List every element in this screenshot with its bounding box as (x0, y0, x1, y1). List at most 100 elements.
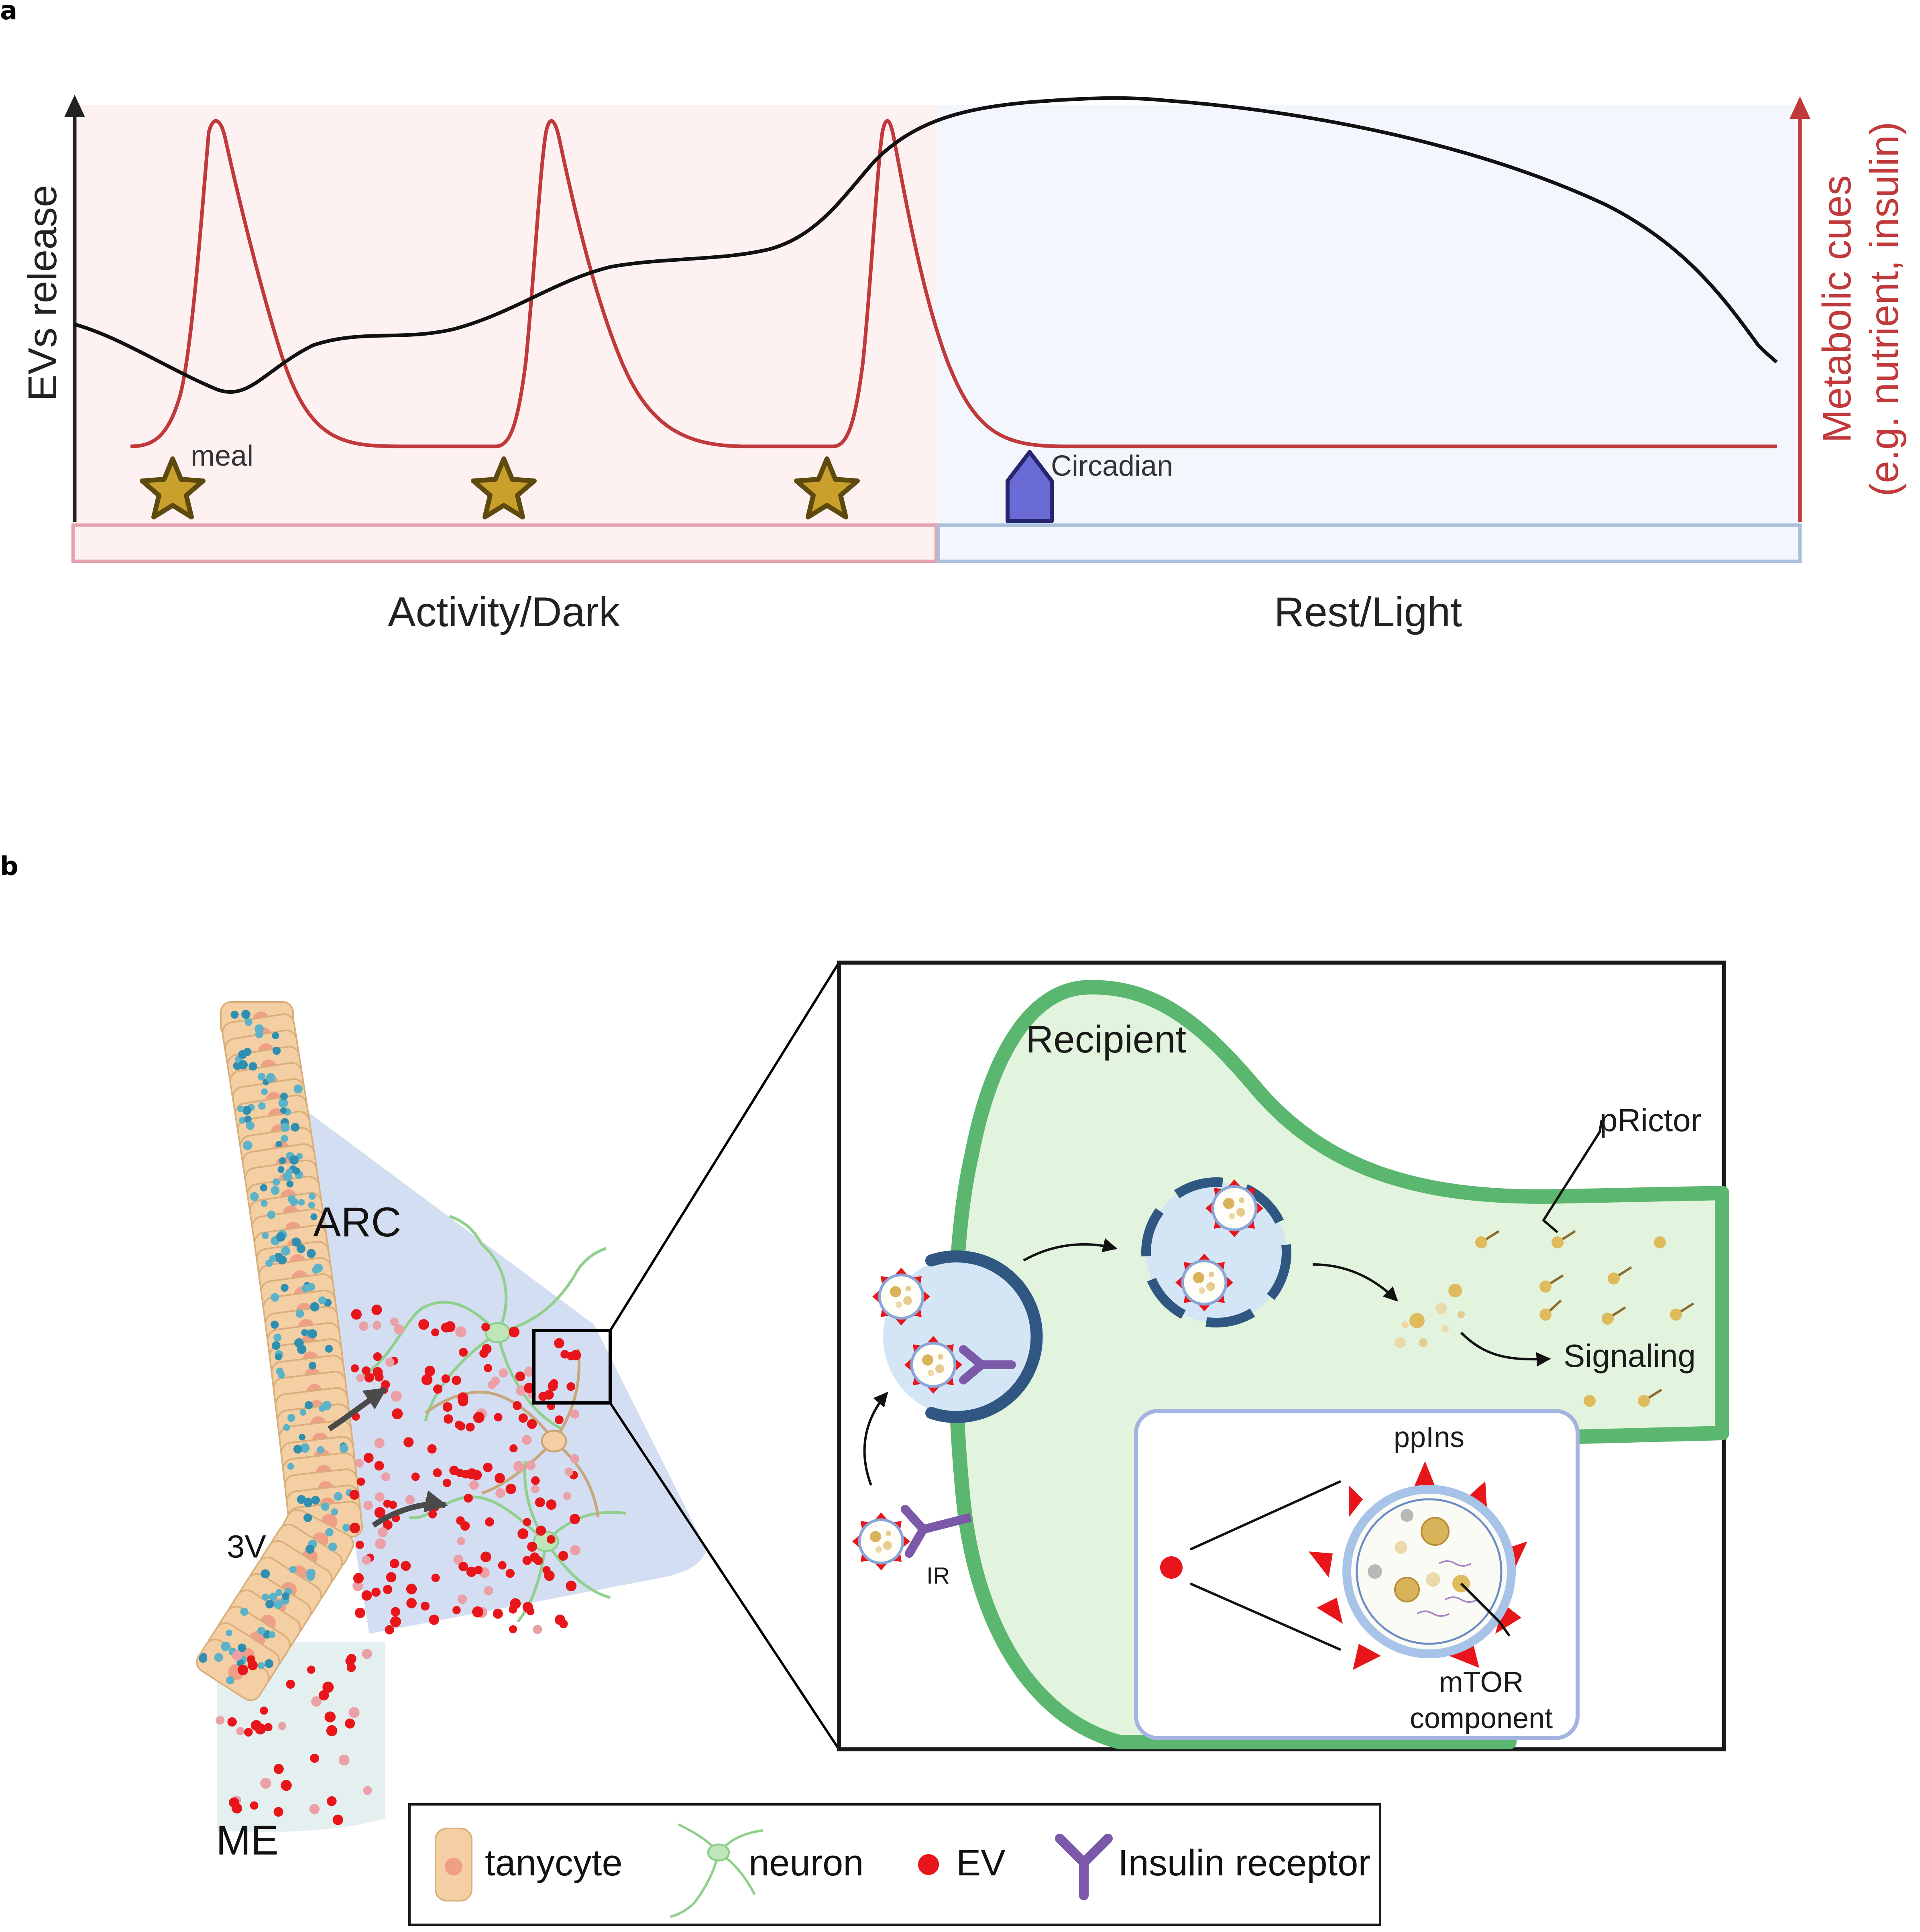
tanycyte-vesicle (237, 1105, 244, 1112)
tanycyte-vesicle (291, 1123, 300, 1132)
ev-particle (231, 1803, 242, 1814)
tanycyte-vesicle (272, 1032, 279, 1039)
ev-particle (227, 1717, 237, 1727)
tanycyte-vesicle (238, 1050, 247, 1059)
ev-particle (442, 1402, 452, 1412)
ev-particle (232, 1650, 242, 1661)
tanycyte-vesicle (241, 1010, 250, 1019)
legend-ev-label: EV (956, 1842, 1006, 1883)
ev-particle (406, 1584, 417, 1594)
legend-tanycyte-nucleus (445, 1858, 462, 1875)
ev-particle (544, 1390, 554, 1400)
ev-particle (460, 1521, 470, 1531)
tanycyte-vesicle (278, 1098, 288, 1108)
ev-particle (345, 1718, 355, 1729)
ev-particle (351, 1309, 362, 1320)
ppins-label: ppIns (1394, 1421, 1464, 1454)
ev-particle (385, 1358, 395, 1367)
tanycyte-vesicle (274, 1252, 283, 1262)
endosome-membrane (1141, 1177, 1291, 1327)
ev-particle (570, 1409, 580, 1419)
ev-particle (391, 1390, 402, 1402)
ev-particle (361, 1590, 372, 1601)
ev-particle (546, 1535, 556, 1544)
tanycyte-vesicle (273, 1333, 282, 1342)
tanycyte-vesicle (271, 1186, 280, 1195)
tanycyte-vesicle (260, 1184, 268, 1192)
tanycyte-vesicle (310, 1213, 318, 1220)
ev-particle (383, 1520, 393, 1530)
tanycyte-vesicle (303, 1513, 312, 1522)
ev-particle (494, 1413, 503, 1422)
tanycyte-vesicle (298, 1199, 305, 1206)
ev-particle (480, 1551, 491, 1562)
ev-particle (375, 1372, 384, 1382)
ev-particle (362, 1555, 371, 1565)
tanycyte-vesicle (293, 1084, 303, 1093)
legend-ev-icon (918, 1854, 939, 1875)
tanycyte-vesicle (304, 1401, 313, 1409)
ev-particle (535, 1525, 546, 1536)
ev-in-endosome-1 (1205, 1179, 1263, 1237)
tanycyte-vesicle (287, 1195, 296, 1203)
ev-particle (374, 1461, 384, 1471)
ev-particle (394, 1324, 404, 1334)
neuron-3-soma (541, 1429, 567, 1453)
ev-particle (454, 1421, 463, 1429)
tanycyte-vesicle (269, 1631, 275, 1638)
ev-particle (264, 1723, 273, 1732)
ev-particle (244, 1728, 253, 1737)
ev-particle (260, 1706, 268, 1715)
tanycyte-vesicle (281, 1123, 290, 1132)
ev-particle (286, 1680, 295, 1689)
tanycyte-vesicle (299, 1433, 306, 1441)
ev-particle (385, 1625, 394, 1635)
tanycyte-vesicle (275, 1353, 282, 1360)
released-cargo-particles (1395, 1284, 1465, 1348)
ev-particle (357, 1477, 365, 1486)
ev-particle (389, 1500, 397, 1509)
tanycyte-vesicle (278, 1372, 285, 1379)
tanycyte-vesicle (289, 1566, 297, 1574)
legend: tanycyte neuron EV Insulin receptor (408, 1803, 1381, 1926)
ev-particle (513, 1401, 522, 1410)
zoom-line-bottom (609, 1402, 840, 1750)
ev-particle (481, 1323, 490, 1331)
y-right-axis-label-line2: (e.g. nutrient, insulin) (1862, 122, 1907, 497)
ev-in-pit-2 (904, 1336, 962, 1394)
ev-particle (374, 1438, 385, 1448)
phase-dark-label: Activity/Dark (388, 589, 620, 635)
signaling-label: Signaling (1564, 1338, 1696, 1374)
ev-particle (390, 1317, 399, 1326)
tanycyte-vesicle (267, 1210, 276, 1219)
panel-a: a meal Circadian Activity/Dark Rest/Ligh… (0, 0, 1907, 635)
mtor-label-line2: component (1410, 1702, 1553, 1735)
mtor-label-line1: mTOR (1439, 1666, 1524, 1698)
tanycyte-vesicle (221, 1641, 231, 1651)
ev-particle (310, 1753, 319, 1763)
ev-in-pit-1 (872, 1268, 930, 1325)
prictor-pointer (1542, 1120, 1603, 1234)
tanycyte-vesicle (258, 1102, 266, 1110)
ev-particle (499, 1368, 508, 1378)
tanycyte-vesicle (262, 1232, 269, 1239)
ev-particle (524, 1382, 535, 1393)
ev-particle (457, 1537, 465, 1545)
legend-tanycyte-label: tanycyte (485, 1842, 623, 1883)
ev-particle (531, 1476, 540, 1485)
legend-insulin-receptor-icon (1055, 1834, 1113, 1900)
ev-particle (441, 1323, 451, 1333)
tanycyte-vesicle (299, 1409, 307, 1416)
tanycyte-vesicle (261, 1088, 268, 1095)
ev-particle (371, 1304, 382, 1315)
ev-particle (406, 1598, 417, 1608)
ev-particle (522, 1602, 533, 1613)
ev-particle (324, 1711, 336, 1723)
ev-particle (371, 1588, 381, 1597)
ev-particle (427, 1444, 437, 1454)
ev-particle (411, 1472, 420, 1481)
prictor-label: pRictor (1600, 1102, 1701, 1138)
ev-particle (381, 1380, 390, 1389)
mtor-pointer (1460, 1582, 1511, 1637)
tanycyte-vesicle (266, 1073, 276, 1083)
